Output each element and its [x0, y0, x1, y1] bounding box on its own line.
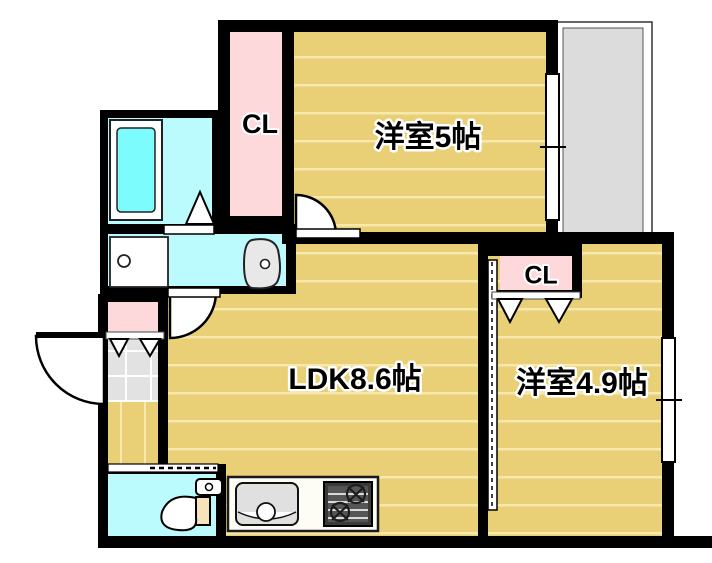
closet-south-fill — [500, 256, 582, 296]
closet-north-fill — [222, 26, 290, 216]
bedroom-south-sliding-door[interactable] — [487, 259, 498, 511]
closet-label-south: CL — [524, 262, 557, 290]
entrance-swing-door[interactable] — [34, 332, 106, 406]
closet-label-north: CL — [242, 109, 278, 139]
bedroom-north-floor — [292, 22, 558, 244]
closet-south-doors[interactable] — [491, 291, 581, 325]
bedroom-south-window[interactable] — [656, 337, 682, 463]
balcony-sliding-window[interactable] — [540, 73, 566, 221]
vanity-sink — [242, 238, 281, 290]
toilet-sliding-door[interactable] — [107, 463, 219, 473]
bedroom-north-swing-door[interactable] — [294, 193, 361, 239]
room-label-bedroom-north: 洋室5帖 — [375, 120, 482, 154]
kitchen-sink — [235, 482, 299, 526]
bathroom-folding-door[interactable] — [163, 189, 216, 235]
shoe-box-doors[interactable] — [105, 331, 165, 359]
bathtub — [109, 119, 163, 221]
kitchen-counter — [226, 475, 380, 533]
room-label-ldk: LDK8.6帖 — [288, 363, 421, 396]
balcony — [555, 21, 653, 245]
toilet — [160, 478, 223, 532]
gas-stove — [323, 481, 373, 527]
room-label-bedroom-south: 洋室4.9帖 — [516, 366, 648, 400]
shoe-box-fill — [106, 300, 164, 336]
hall-to-ldk-swing-door[interactable] — [167, 287, 221, 340]
washing-machine-space — [109, 236, 169, 288]
